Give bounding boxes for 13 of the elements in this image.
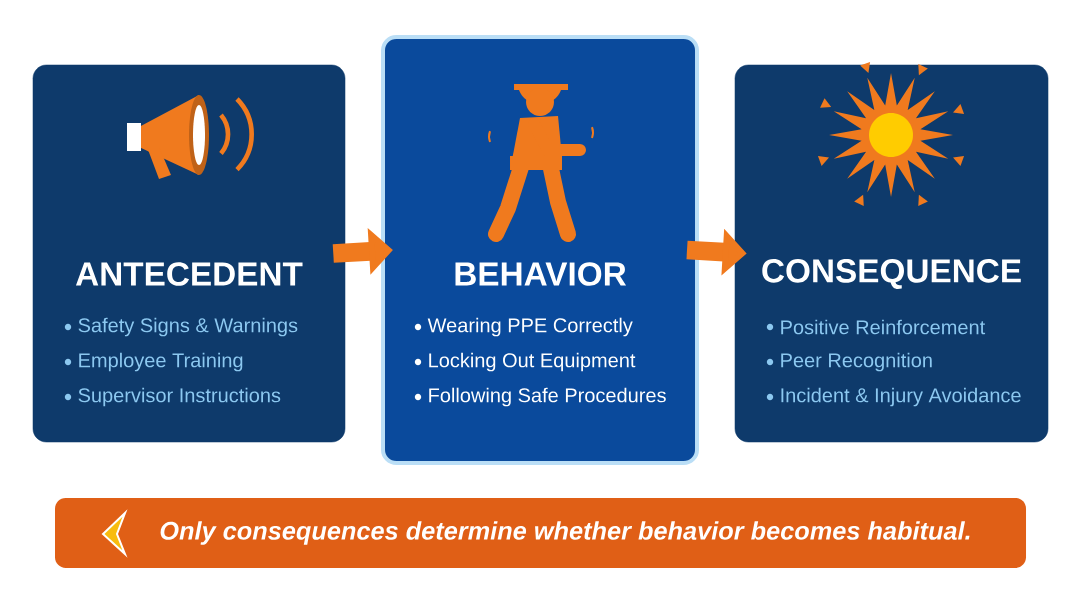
panel-heading: BEHAVIOR bbox=[455, 262, 627, 286]
bullet-item: Locking Out Equipment bbox=[429, 352, 636, 372]
bullet-item: Employee Training bbox=[79, 352, 243, 372]
bullet-item: Positive Reinforcement bbox=[781, 319, 986, 335]
bullet-item: Following Safe Procedures bbox=[429, 387, 666, 407]
panel-heading: ANTECEDENT bbox=[75, 262, 303, 286]
bullet-item: Safety Signs & Warnings bbox=[78, 317, 298, 337]
message-banner: Only consequences determine whether behavior becomes habitual. bbox=[55, 498, 1026, 568]
bullet-item: Supervisor Instructions bbox=[78, 387, 281, 407]
bullet-item: Peer Recognition bbox=[781, 352, 932, 372]
panel-heading: CONSEQUENCE bbox=[762, 259, 1021, 289]
bullet-item: Incident & Injury Avoidance bbox=[781, 387, 1021, 407]
bullet-item: Wearing PPE Correctly bbox=[427, 317, 633, 337]
